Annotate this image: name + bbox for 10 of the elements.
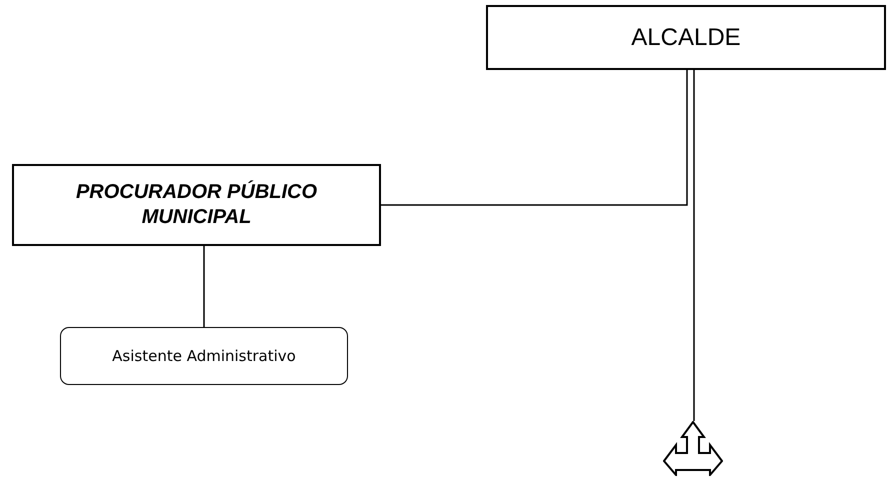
position-box xyxy=(486,5,886,70)
position-title: PROCURADOR PÚBLICO MUNICIPAL xyxy=(74,180,318,230)
position-title: Asistente Administrativo xyxy=(112,347,296,365)
position-title: ALCALDE xyxy=(631,24,741,52)
arrow-icon xyxy=(663,421,723,476)
connector-line xyxy=(693,70,695,421)
position-box xyxy=(60,327,348,385)
connector-line xyxy=(381,70,688,206)
position-box xyxy=(12,164,381,246)
connector-line xyxy=(203,246,205,327)
